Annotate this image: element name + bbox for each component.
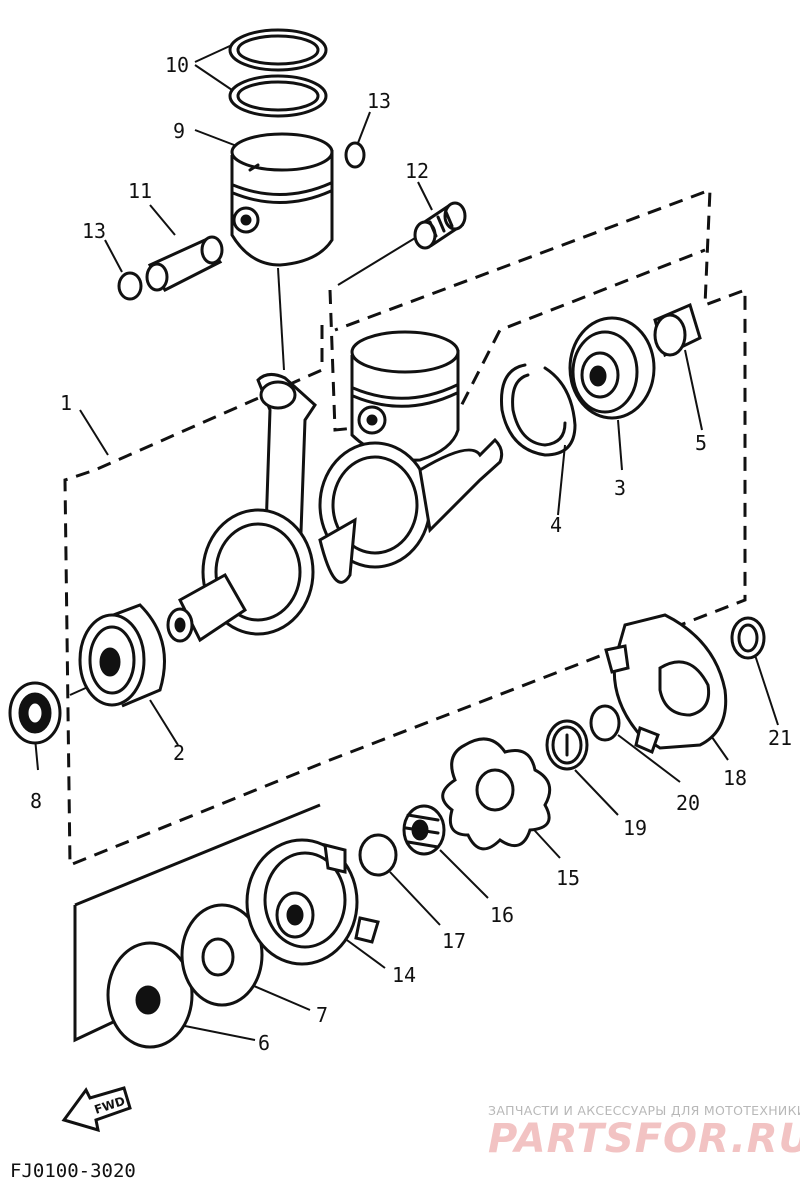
callout-20: 20 [676, 791, 700, 815]
callout-15: 15 [556, 866, 580, 890]
callout-9: 9 [173, 119, 185, 143]
fwd-direction-arrow: FWD [61, 1086, 132, 1133]
callout-12: 12 [405, 159, 429, 183]
washer [180, 903, 264, 1007]
callout-3: 3 [614, 476, 626, 500]
piston-rings [228, 28, 328, 118]
small-circlip [589, 704, 621, 742]
callout-2: 2 [173, 741, 185, 765]
watermark-logo: PARTSFOR.RU [488, 1116, 800, 1162]
callout-8: 8 [30, 789, 42, 813]
callout-1: 1 [60, 391, 72, 415]
drive-coupling [604, 613, 728, 755]
diagram-code: FJ0100-3020 [10, 1160, 136, 1182]
callout-13-upper: 13 [367, 89, 391, 113]
leader-lines [34, 44, 779, 1041]
crankshaft [166, 373, 504, 643]
callout-7: 7 [316, 1003, 328, 1027]
circlip [499, 363, 577, 457]
callout-21: 21 [768, 726, 792, 750]
piston-pin [145, 235, 224, 292]
collar [653, 302, 702, 358]
piston-pin-clip-lower [117, 271, 143, 301]
callout-11: 11 [128, 179, 152, 203]
callout-19: 19 [623, 816, 647, 840]
callout-numbers: 10 9 13 11 12 13 1 5 3 4 2 8 21 18 20 19… [30, 53, 792, 1055]
drive-housing [245, 838, 380, 966]
callout-13-lower: 13 [82, 219, 106, 243]
bushing [545, 719, 589, 771]
rubber-damper [441, 737, 552, 851]
crankshaft-assembly-boundary [63, 187, 747, 868]
damper-spring [402, 804, 446, 856]
circlip-inner [511, 373, 567, 447]
callout-17: 17 [442, 929, 466, 953]
callout-5: 5 [695, 431, 707, 455]
shim [730, 616, 766, 660]
callout-4: 4 [550, 513, 562, 537]
callout-16: 16 [490, 903, 514, 927]
thrust-plate [106, 941, 194, 1049]
callout-6: 6 [258, 1031, 270, 1055]
main-bearing-right [568, 316, 656, 420]
callout-14: 14 [392, 963, 416, 987]
watermark-tagline: ЗАПЧАСТИ И АКСЕССУАРЫ ДЛЯ МОТОТЕХНИКИ [488, 1103, 800, 1118]
callout-18: 18 [723, 766, 747, 790]
piston [230, 132, 334, 267]
oil-seal [8, 681, 62, 745]
callout-10: 10 [165, 53, 189, 77]
o-ring [358, 833, 398, 877]
piston-on-crank [350, 330, 460, 462]
small-end-needle-bearing [413, 201, 467, 250]
main-bearing-left [78, 603, 166, 708]
piston-pin-clip-upper [344, 141, 366, 169]
